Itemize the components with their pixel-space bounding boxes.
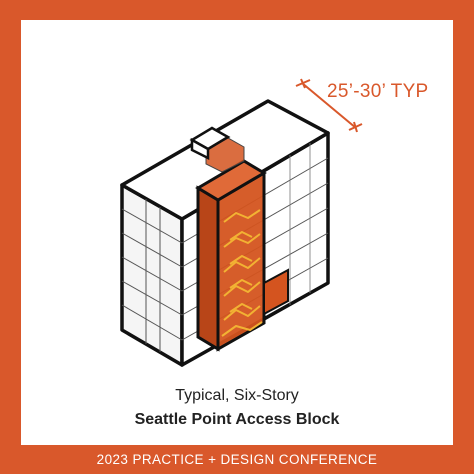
footer-conference: 2023 PRACTICE + DESIGN CONFERENCE bbox=[96, 452, 378, 467]
caption-title: Seattle Point Access Block bbox=[134, 411, 340, 428]
lobby-block bbox=[263, 268, 289, 316]
left-face-floor-lines bbox=[121, 199, 183, 352]
roof-penthouse-front bbox=[190, 137, 210, 161]
front-face-bay-lines bbox=[289, 143, 311, 305]
caption-subtitle: Typical, Six-Story bbox=[175, 387, 299, 404]
stair-core-side bbox=[196, 185, 220, 352]
stair-core-top bbox=[195, 159, 267, 202]
dimension-label: 25’-30’ TYP bbox=[327, 81, 429, 102]
stair-flight-lines bbox=[221, 209, 263, 337]
dimension-line bbox=[295, 78, 363, 133]
